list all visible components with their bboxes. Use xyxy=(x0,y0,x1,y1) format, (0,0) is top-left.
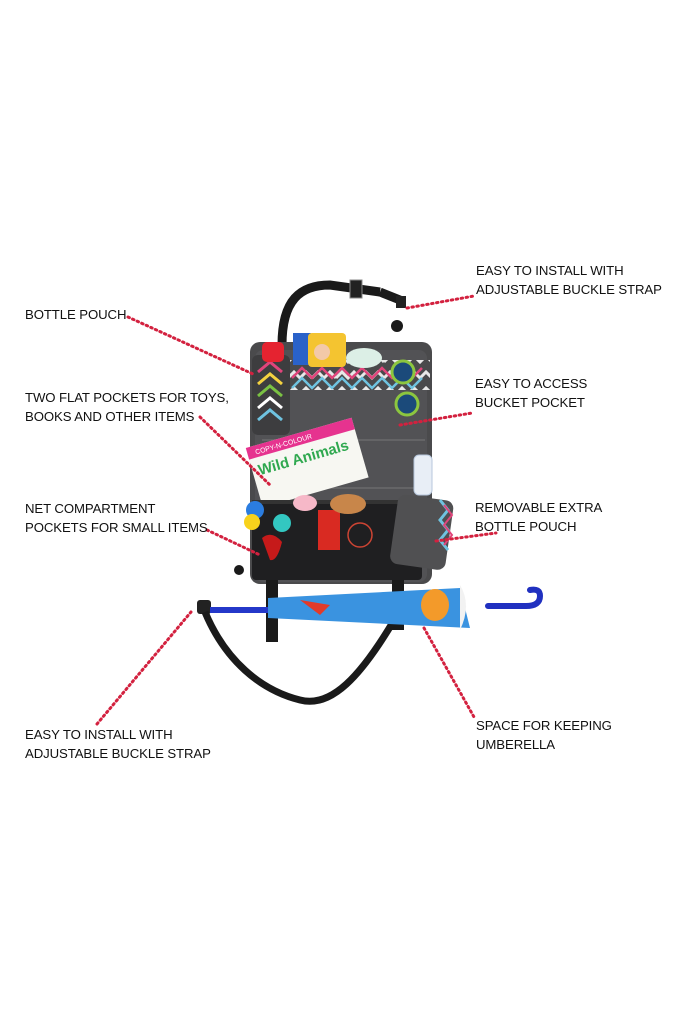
organizer-body: COPY-N-COLOUR Wild Animals xyxy=(234,333,454,584)
callout-top-strap: EASY TO INSTALL WITH ADJUSTABLE BUCKLE S… xyxy=(476,263,662,297)
top-strap xyxy=(277,279,406,346)
clip-icon xyxy=(396,296,406,308)
callout-net-pockets: NET COMPARTMENT POCKETS FOR SMALL ITEMS xyxy=(25,501,208,535)
leader-lines xyxy=(95,294,498,726)
wild-animals-book: COPY-N-COLOUR Wild Animals xyxy=(245,417,369,508)
callout-bucket-pocket: EASY TO ACCESS BUCKET POCKET xyxy=(475,376,588,410)
buckle-icon xyxy=(197,600,211,614)
red-bottle xyxy=(262,342,284,362)
callout-bottom-strap: EASY TO INSTALL WITH ADJUSTABLE BUCKLE S… xyxy=(25,727,211,761)
buckle-icon xyxy=(349,279,363,299)
umbrella xyxy=(210,585,544,630)
leader-bottom-strap xyxy=(95,610,193,726)
leader-top-strap xyxy=(405,294,476,310)
callout-umbrella: SPACE FOR KEEPING UMBERELLA xyxy=(476,718,612,752)
callout-bottle-pouch: BOTTLE POUCH xyxy=(25,307,127,322)
leader-bottle-pouch xyxy=(126,315,255,376)
leader-umbrella xyxy=(422,626,476,719)
leader-extra-bottle xyxy=(434,531,498,543)
leader-net-pockets xyxy=(205,528,262,557)
callout-extra-bottle-pouch: REMOVABLE EXTRA BOTTLE POUCH xyxy=(475,500,603,534)
leader-bucket-pocket xyxy=(398,411,474,427)
callout-flat-pockets: TWO FLAT POCKETS FOR TOYS, BOOKS AND OTH… xyxy=(25,390,229,424)
leader-flat-pockets xyxy=(198,415,272,487)
